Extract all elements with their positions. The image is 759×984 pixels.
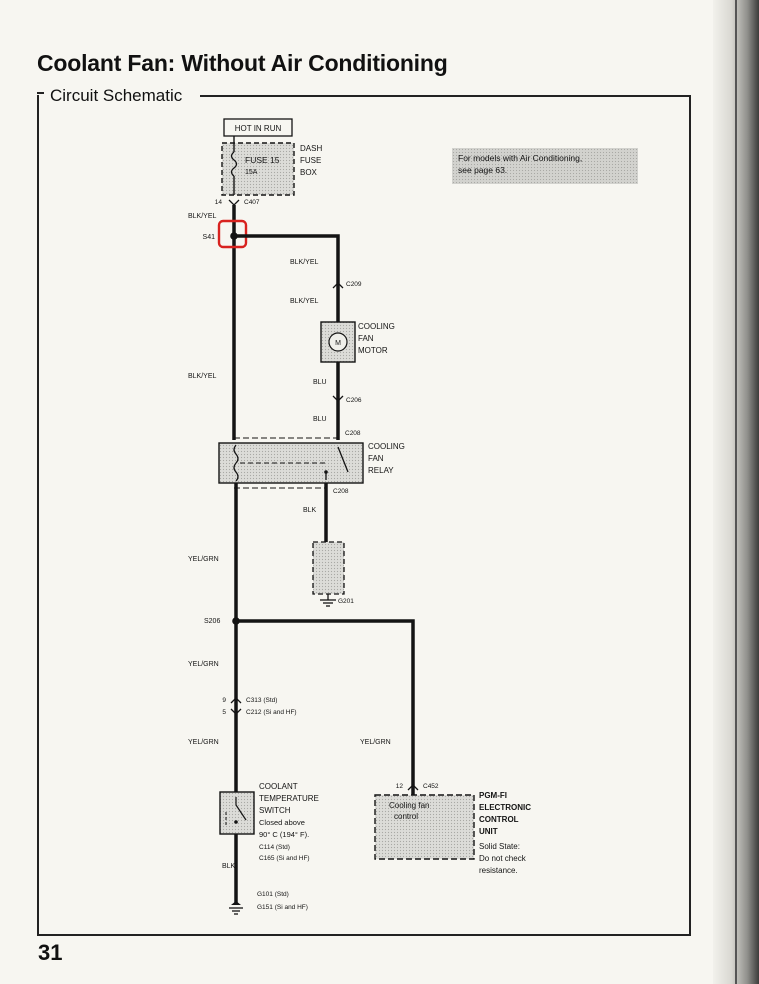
cooling-fan-relay: COOLING FAN RELAY [218,442,405,484]
relay-label-2: FAN [368,454,384,463]
motor-symbol: M [335,340,341,347]
ac-models-note: For models with Air Conditioning, see pa… [452,148,638,184]
hot-in-run-label: HOT IN RUN [235,124,282,133]
connector-c407: 14 C407 [215,199,260,206]
wire-label-blu-2: BLU [313,416,327,423]
fuse-box-label-1: DASH [300,144,322,153]
c209-label: C209 [346,281,362,288]
ecu-inner-label-2: control [394,812,418,821]
ecu-label-1: PGM-FI [479,791,507,800]
ecu-label-7: resistance. [479,866,518,875]
g151-label: G151 (Si and HF) [257,904,308,911]
c313-label: C313 (Std) [246,697,277,704]
page-title: Coolant Fan: Without Air Conditioning [37,50,448,76]
fuse-rating: 15A [245,169,258,176]
temp-switch-label-4: Closed above [259,818,305,827]
c212-pin: 5 [222,709,226,716]
relay-switch-icon [337,446,349,473]
cooling-fan-motor: M COOLING FAN MOTOR [320,321,395,363]
ecu-label-5: Solid State: [479,842,520,851]
connector-c452: 12 C452 [396,783,439,791]
c208-upper-label: C208 [345,430,361,437]
fuse-box-label-2: FUSE [300,156,321,165]
wire-label-blk-yel-left: BLK/YEL [188,373,217,380]
connector-c206: C206 [332,395,362,404]
page-number: 31 [38,940,63,965]
connector-c313-c212: 9 C313 (Std) 5 C212 (Si and HF) [222,697,296,716]
wire-yel-grn-right [236,619,415,795]
ground-icon-g101 [229,901,243,915]
wire-label-blk-yel-1: BLK/YEL [290,259,319,266]
schematic-frame [37,95,691,936]
fan-motor-label-3: MOTOR [358,346,388,355]
c407-label: C407 [244,199,260,206]
c208-lower-label: C208 [333,488,349,495]
wire-label-blk-1: BLK [303,507,317,514]
fan-motor-label-1: COOLING [358,322,395,331]
splice-s206-label: S206 [204,618,220,625]
highlight-marker [217,219,248,249]
ecu-label-2: ELECTRONIC [479,803,531,812]
temp-switch-icon [235,804,247,821]
c452-pin: 12 [396,783,404,790]
temp-switch-label-1: COOLANT [259,782,298,791]
fuse-name: FUSE 15 [245,155,280,165]
motor-icon [328,332,348,352]
temp-switch-label-2: TEMPERATURE [259,794,319,803]
frame-corner-tick [37,92,44,94]
wire-label-yel-grn-2: YEL/GRN [188,661,219,668]
wire-label-blk-yel-top: BLK/YEL [188,213,217,220]
wire-label-blu-1: BLU [313,379,327,386]
wire-label-blk-2: BLK [222,863,236,870]
c206-label: C206 [346,397,362,404]
page-fold-line [735,0,737,984]
note-line-1: For models with Air Conditioning, [458,153,583,163]
c212-label: C212 (Si and HF) [246,709,297,716]
temp-switch-label-3: SWITCH [259,806,291,815]
relay-coil-icon [233,444,239,482]
pgm-fi-ecu: Cooling fan control PGM-FI ELECTRONIC CO… [374,791,531,875]
dash-fuse-box: FUSE 15 15A DASH FUSE BOX [221,136,322,196]
g101-label: G101 (Std) [257,891,289,898]
temp-switch-label-5: 90° C (194° F). [259,830,309,839]
wire-label-blk-yel-2: BLK/YEL [290,298,319,305]
schematic-frame-top [200,95,689,97]
hot-in-run-box: HOT IN RUN [223,118,293,137]
c452-label: C452 [423,783,439,790]
g201-label: G201 [338,598,354,605]
relay-label-1: COOLING [368,442,405,451]
connector-c209: C209 [332,281,362,289]
relay-label-3: RELAY [368,466,394,475]
fuse-box-label-3: BOX [300,168,318,177]
c407-pin: 14 [215,199,223,206]
section-subtitle: Circuit Schematic [50,86,183,105]
ecu-inner-label-1: Cooling fan [389,801,429,810]
ground-icon-g201 [320,599,336,607]
ground-g201-block [312,541,345,595]
wire-label-yel-grn-3: YEL/GRN [188,739,219,746]
wire-label-yel-grn-4: YEL/GRN [360,739,391,746]
wire-label-yel-grn-1: YEL/GRN [188,556,219,563]
ecu-label-3: CONTROL [479,815,519,824]
note-line-2: see page 63. [458,165,508,175]
c165-label: C165 (Si and HF) [259,855,310,862]
c313-pin: 9 [222,697,226,704]
coolant-temperature-switch: COOLANT TEMPERATURE SWITCH Closed above … [219,782,319,862]
splice-s41-label: S41 [203,234,216,241]
fuse-icon [230,151,238,177]
wire-blk-yel-right [234,234,340,440]
fan-motor-label-2: FAN [358,334,374,343]
ecu-label-6: Do not check [479,854,527,863]
c114-label: C114 (Std) [259,844,290,851]
ecu-label-4: UNIT [479,827,498,836]
